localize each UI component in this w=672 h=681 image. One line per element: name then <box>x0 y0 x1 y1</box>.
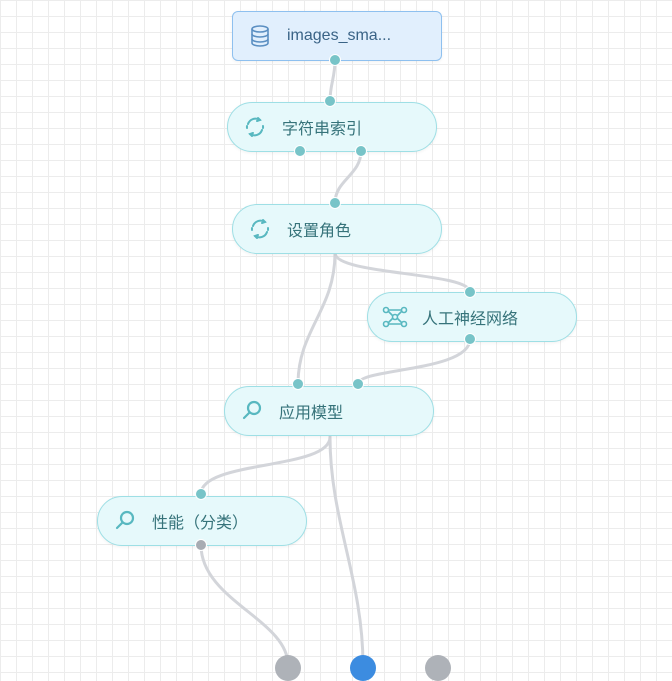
performance-output-port[interactable] <box>195 539 207 551</box>
wire-set-role-to-neural-net <box>333 251 472 294</box>
magnifier-icon <box>239 398 265 424</box>
process-output-port-3[interactable] <box>425 655 451 681</box>
node-label: 设置角色 <box>287 223 352 240</box>
node-label: 字符串索引 <box>282 121 363 138</box>
apply-model-input-port-1[interactable] <box>292 378 304 390</box>
neural-network-icon <box>382 304 408 330</box>
images-output-port[interactable] <box>329 54 341 66</box>
node-label: 性能（分类） <box>152 515 249 532</box>
set-role-input-port[interactable] <box>329 197 341 209</box>
wire-performance-to-output-1 <box>199 543 290 667</box>
magnifier-icon <box>112 508 138 534</box>
node-set-role[interactable]: 设置角色 <box>232 204 442 254</box>
refresh-cycle-icon <box>247 216 273 242</box>
apply-model-input-port-2[interactable] <box>352 378 364 390</box>
refresh-cycle-icon <box>242 114 268 140</box>
neural-net-output-port[interactable] <box>464 333 476 345</box>
wire-string-index-to-set-role <box>333 149 363 205</box>
string-index-output-port-1[interactable] <box>294 145 306 157</box>
node-label: 应用模型 <box>279 405 344 422</box>
process-output-port-1[interactable] <box>275 655 301 681</box>
wire-apply-model-to-performance <box>199 435 332 496</box>
string-index-input-port[interactable] <box>324 95 336 107</box>
wire-neural-net-to-apply-model <box>356 337 472 386</box>
wire-apply-model-to-output-2 <box>328 435 365 667</box>
wire-set-role-to-apply-model <box>296 251 337 386</box>
node-apply-model[interactable]: 应用模型 <box>224 386 434 436</box>
string-index-output-port-2[interactable] <box>355 145 367 157</box>
node-label: images_sma... <box>287 27 392 44</box>
node-label: 人工神经网络 <box>422 311 519 328</box>
database-icon <box>247 23 273 49</box>
performance-input-port[interactable] <box>195 488 207 500</box>
node-images-dataset[interactable]: images_sma... <box>232 11 442 61</box>
neural-net-input-port[interactable] <box>464 286 476 298</box>
process-output-port-2[interactable] <box>350 655 376 681</box>
node-string-index[interactable]: 字符串索引 <box>227 102 437 152</box>
